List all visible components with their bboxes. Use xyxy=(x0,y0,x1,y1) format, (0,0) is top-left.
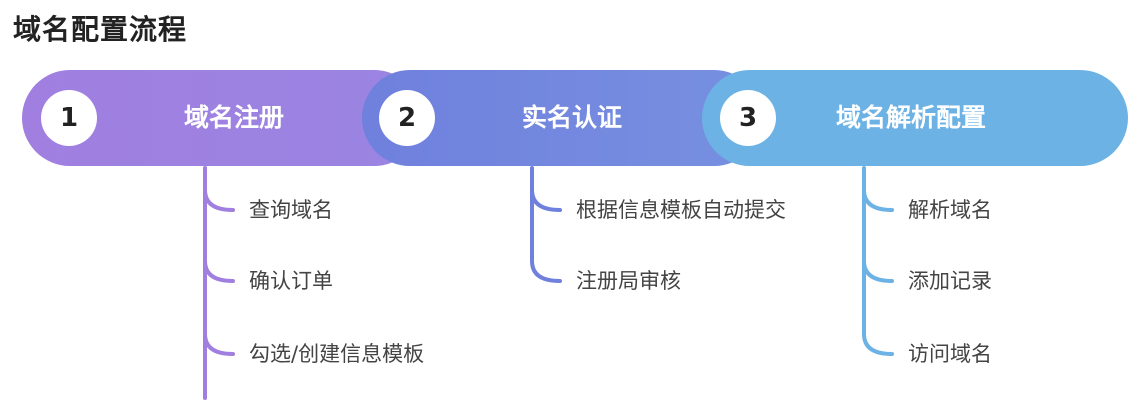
step-number-1: 1 xyxy=(41,90,97,146)
stage-domain-registration: 1 域名注册 xyxy=(22,70,422,166)
substep-label: 勾选/创建信息模板 xyxy=(249,342,425,366)
stage-2-connector-line xyxy=(530,166,534,262)
substep-label: 添加记录 xyxy=(908,269,992,293)
step-number-3: 3 xyxy=(720,90,776,146)
substep-label: 查询域名 xyxy=(249,198,333,222)
stage-1-connector-line xyxy=(203,166,207,400)
branch-curve-icon xyxy=(530,261,562,283)
stage-label-3: 域名解析配置 xyxy=(836,103,987,132)
branch-curve-icon xyxy=(862,190,894,212)
stage-label-2: 实名认证 xyxy=(522,103,623,132)
substep-label: 访问域名 xyxy=(908,342,992,366)
stage-3-connector-line xyxy=(862,166,866,336)
diagram-title: 域名配置流程 xyxy=(13,13,188,46)
branch-curve-icon xyxy=(203,190,235,212)
substep-label: 确认订单 xyxy=(249,269,333,293)
branch-curve-icon xyxy=(862,334,894,356)
stage-real-name-verification: 2 实名认证 xyxy=(362,70,762,166)
stage-dns-configuration: 3 域名解析配置 xyxy=(702,70,1128,166)
branch-curve-icon xyxy=(862,261,894,283)
stage-label-1: 域名注册 xyxy=(184,103,285,132)
substep-label: 注册局审核 xyxy=(576,269,681,293)
step-number-2: 2 xyxy=(379,90,435,146)
substep-label: 根据信息模板自动提交 xyxy=(576,198,786,222)
branch-curve-icon xyxy=(203,334,235,356)
branch-curve-icon xyxy=(203,261,235,283)
branch-curve-icon xyxy=(530,190,562,212)
substep-label: 解析域名 xyxy=(908,198,992,222)
